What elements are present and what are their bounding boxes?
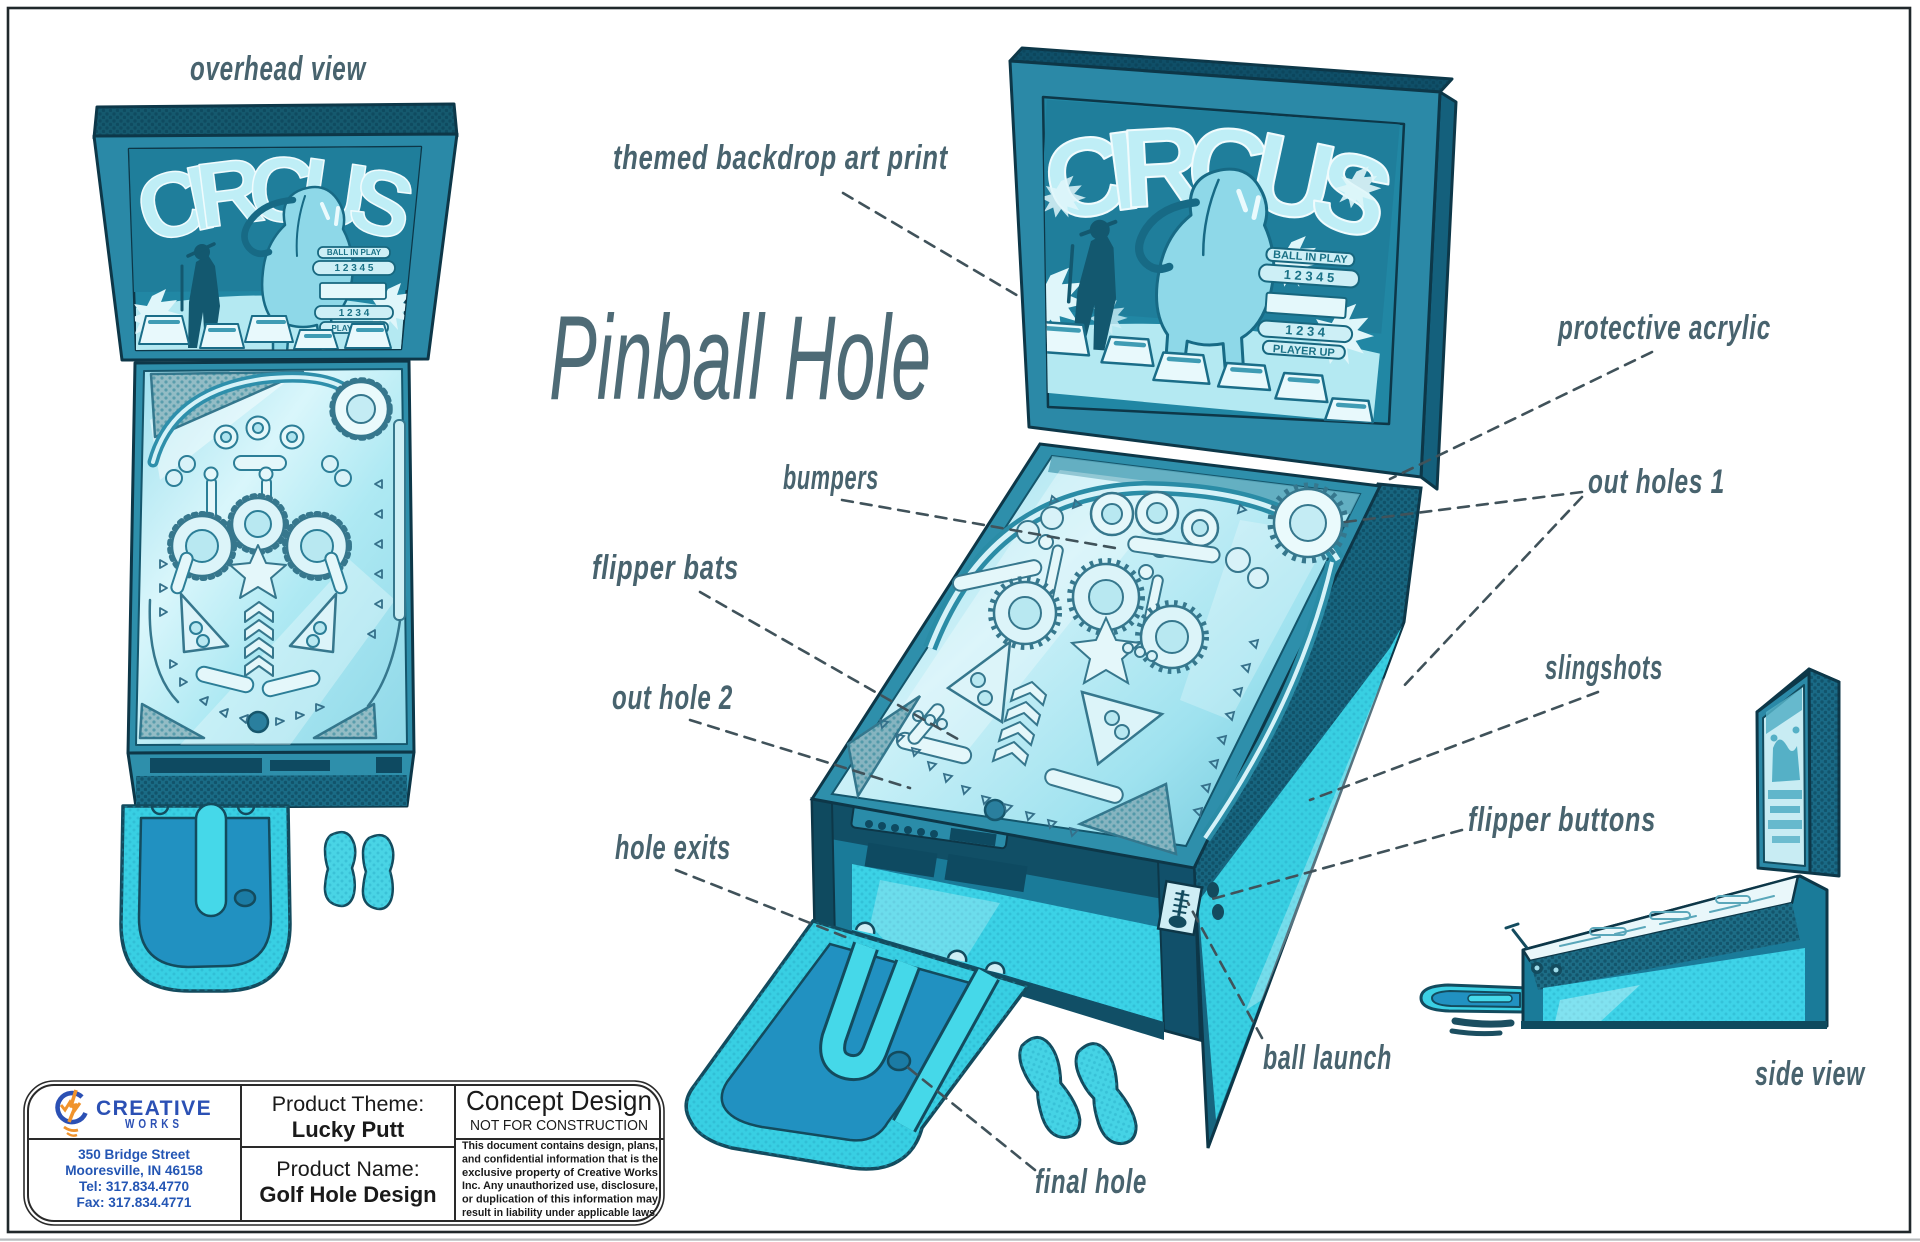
svg-text:NOT FOR CONSTRUCTION: NOT FOR CONSTRUCTION bbox=[470, 1117, 648, 1134]
svg-text:Product Name:: Product Name: bbox=[276, 1157, 419, 1181]
svg-text:This document contains design,: This document contains design, plans, bbox=[462, 1140, 658, 1152]
svg-text:PLAYER UP: PLAYER UP bbox=[1272, 343, 1335, 359]
svg-text:1 2 3 4: 1 2 3 4 bbox=[339, 308, 370, 319]
svg-text:Golf Hole Design: Golf Hole Design bbox=[259, 1182, 436, 1207]
svg-text:Lucky Putt: Lucky Putt bbox=[292, 1117, 405, 1142]
svg-text:result in liability under appl: result in liability under applicable law… bbox=[462, 1207, 658, 1219]
svg-text:BALL IN PLAY: BALL IN PLAY bbox=[1273, 249, 1349, 266]
svg-text:350 Bridge Street: 350 Bridge Street bbox=[78, 1147, 190, 1162]
svg-text:Pinball Hole: Pinball Hole bbox=[549, 291, 931, 425]
svg-text:flipper bats: flipper bats bbox=[592, 549, 739, 587]
svg-text:hole exits: hole exits bbox=[615, 829, 731, 867]
svg-text:themed backdrop art print: themed backdrop art print bbox=[613, 139, 949, 177]
svg-text:Product Theme:: Product Theme: bbox=[272, 1092, 425, 1116]
svg-text:BALL IN PLAY: BALL IN PLAY bbox=[327, 248, 382, 257]
svg-text:and confidential information t: and confidential information that is the bbox=[462, 1153, 658, 1165]
svg-text:Mooresville, IN 46158: Mooresville, IN 46158 bbox=[65, 1163, 203, 1178]
svg-text:overhead view: overhead view bbox=[190, 50, 367, 88]
svg-text:1 2 3 4 5: 1 2 3 4 5 bbox=[1283, 267, 1335, 285]
svg-text:bumpers: bumpers bbox=[783, 459, 879, 497]
svg-text:Fax: 317.834.4771: Fax: 317.834.4771 bbox=[77, 1195, 192, 1210]
svg-text:slingshots: slingshots bbox=[1545, 649, 1663, 687]
svg-text:WORKS: WORKS bbox=[125, 1117, 183, 1131]
svg-text:or duplication of this informa: or duplication of this information may bbox=[462, 1194, 659, 1206]
svg-text:Inc. Any unauthorized use, di: Inc. Any unauthorized use, disclosure, bbox=[462, 1180, 658, 1192]
svg-text:ball launch: ball launch bbox=[1263, 1039, 1392, 1077]
svg-text:out hole 2: out hole 2 bbox=[612, 679, 733, 717]
svg-text:Concept Design: Concept Design bbox=[466, 1085, 652, 1116]
svg-text:Tel: 317.834.4770: Tel: 317.834.4770 bbox=[79, 1179, 189, 1194]
svg-text:1 2 3 4 5: 1 2 3 4 5 bbox=[335, 263, 374, 274]
svg-text:protective acrylic: protective acrylic bbox=[1557, 309, 1771, 347]
svg-text:exclusive property of Creative: exclusive property of Creative Works bbox=[462, 1167, 658, 1179]
svg-text:final hole: final hole bbox=[1035, 1163, 1147, 1201]
svg-text:out holes 1: out holes 1 bbox=[1588, 463, 1725, 501]
svg-text:CREATIVE: CREATIVE bbox=[96, 1096, 212, 1120]
svg-text:side view: side view bbox=[1755, 1055, 1866, 1093]
svg-text:1 2 3 4: 1 2 3 4 bbox=[1285, 322, 1326, 340]
svg-text:flipper buttons: flipper buttons bbox=[1468, 801, 1656, 839]
